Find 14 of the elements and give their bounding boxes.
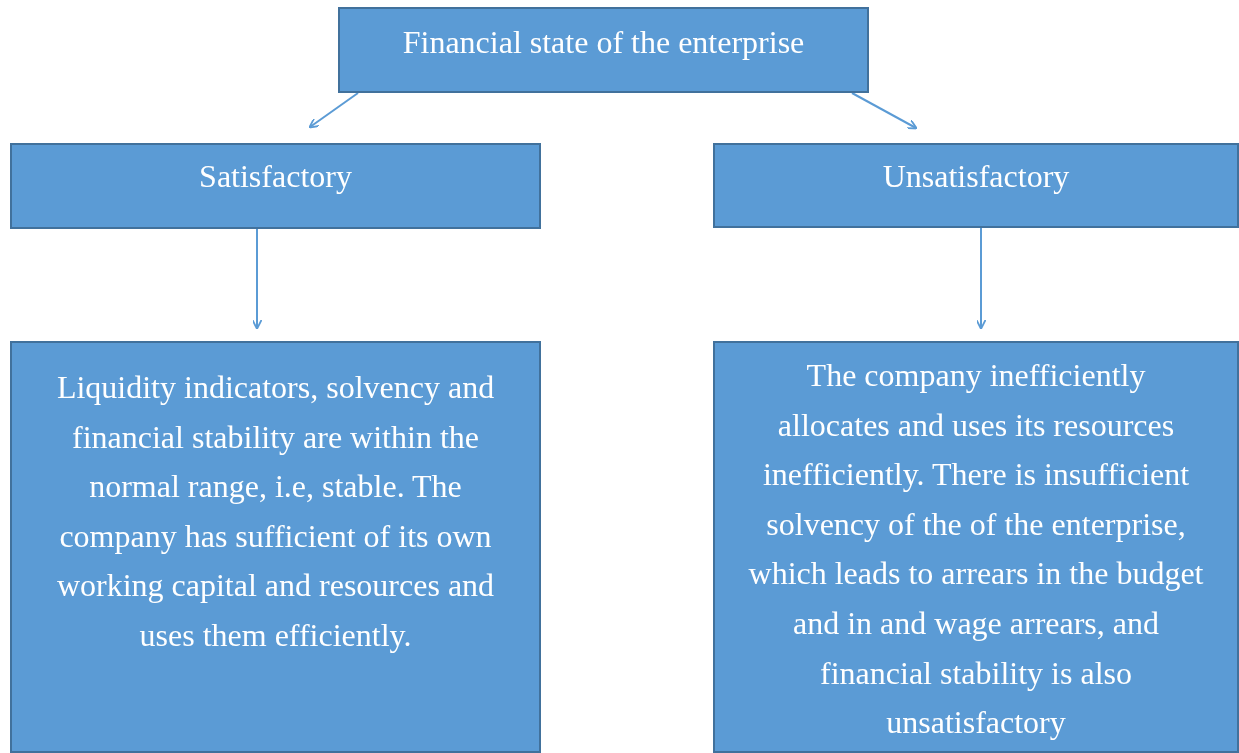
box-title: Financial state of the enterprise xyxy=(402,25,805,61)
arrow xyxy=(251,228,263,330)
category-box xyxy=(338,7,869,93)
description-box xyxy=(10,341,541,753)
arrow xyxy=(308,92,359,129)
box-title: Unsatisfactory xyxy=(882,159,1070,195)
box-text: Liquidity indicators, solvency and financial stability are within the normal range, i.e, stable. The company has sufficient of its own working capital and resources and uses them efficiently. xyxy=(55,368,496,655)
arrow xyxy=(851,92,918,130)
box-text: The company inefficiently allocates and uses its resources inefficiently. There is insufficient solvency of the of the enterprise, which leads to arrears in the budget and in and wage arrears, and financial stability is also unsatisfactory xyxy=(747,356,1205,743)
description-box xyxy=(713,341,1239,753)
category-box xyxy=(713,143,1239,228)
arrow xyxy=(975,227,987,330)
box-title: Satisfactory xyxy=(199,159,352,195)
category-box xyxy=(10,143,541,229)
